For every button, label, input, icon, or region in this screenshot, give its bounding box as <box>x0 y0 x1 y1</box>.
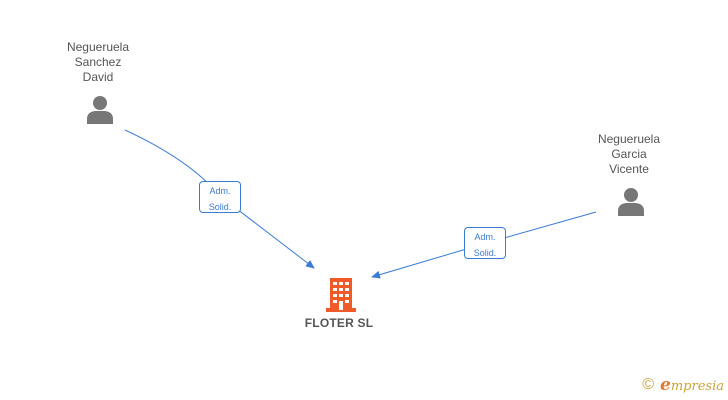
person-name-line: Garcia <box>611 147 647 161</box>
edge-label-role[interactable]: Adm. Solid. <box>199 181 241 213</box>
edge-label-role[interactable]: Adm. Solid. <box>464 227 506 259</box>
person-icon[interactable] <box>85 94 115 124</box>
person-name-line: Negueruela <box>66 40 130 54</box>
person-name-negueruela-sanchez-david[interactable]: Negueruela Sanchez David <box>28 40 168 85</box>
brand-rest: mpresia <box>670 379 724 394</box>
brand-name: empresia <box>660 375 724 395</box>
copyright-symbol: © <box>642 376 655 393</box>
person-name-line: Negueruela <box>597 132 661 146</box>
person-name-line: Sanchez <box>74 55 122 69</box>
person-name-line: David <box>82 70 114 84</box>
person-name-line: Vicente <box>609 162 649 176</box>
edge-label-line: Solid. <box>208 202 232 212</box>
company-name[interactable]: FLOTER SL <box>304 316 374 330</box>
person-icon[interactable] <box>616 186 646 216</box>
empresia-logo: © empresia <box>642 375 724 395</box>
edge-label-line: Adm. <box>209 186 231 196</box>
brand-first-letter: e <box>660 375 671 395</box>
edge-label-line: Solid. <box>473 248 497 258</box>
edge-label-line: Adm. <box>474 232 496 242</box>
person-name-negueruela-garcia-vicente[interactable]: Negueruela Garcia Vicente <box>559 132 699 177</box>
building-icon[interactable] <box>324 276 358 312</box>
